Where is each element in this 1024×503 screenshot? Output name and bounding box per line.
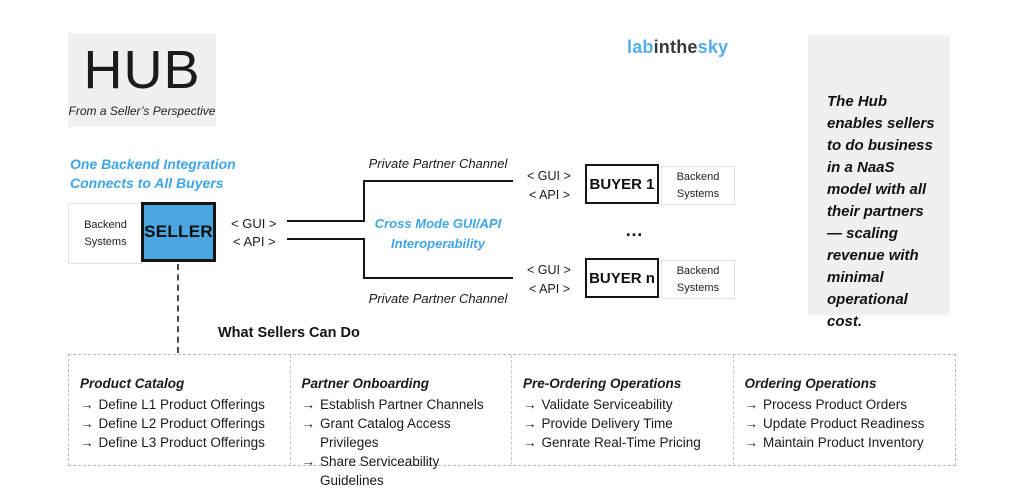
api-dropper-line [363, 238, 365, 279]
list-item-label: Provide Delivery Time [541, 416, 673, 431]
api-line [287, 238, 365, 240]
private-partner-channel-top: Private Partner Channel [368, 156, 508, 171]
arrow-icon: → [744, 397, 759, 412]
list-item-label: Define L2 Product Offerings [98, 416, 265, 431]
column-product-catalog: Product Catalog → Define L1 Product Offer… [69, 355, 291, 465]
logo-part-lab: lab [627, 37, 654, 57]
list-item: → Define L1 Product Offerings [80, 395, 284, 414]
buyer1-backend-systems-box: Backend Systems [661, 166, 735, 205]
list-item-label: Validate Serviceability [541, 397, 673, 412]
list-item-label: Define L1 Product Offerings [98, 397, 265, 412]
top-channel-line [363, 180, 513, 182]
logo-part-sky: sky [697, 37, 729, 57]
seller-backend-systems-box: Backend Systems [68, 203, 143, 264]
list-item: → Share Serviceability Guidelines [302, 452, 506, 490]
buyer1-api-label: < API > [529, 188, 571, 202]
buyerN-gui-label: < GUI > [527, 263, 571, 277]
arrow-icon: → [301, 454, 316, 469]
list-item-label: Share Serviceability Guidelines [320, 454, 440, 488]
logo-part-inthe: inthe [653, 37, 698, 57]
seller-box: SELLER [141, 202, 216, 262]
list-item: → Validate Serviceability [523, 395, 727, 414]
more-buyers-ellipsis: … [625, 220, 645, 240]
list-item: → Update Product Readiness [745, 414, 950, 433]
arrow-icon: → [744, 435, 759, 450]
seller-api-label: < API > [233, 234, 276, 249]
list-item-label: Genrate Real-Time Pricing [541, 435, 701, 450]
arrow-icon: → [80, 435, 94, 450]
list-item-label: Grant Catalog Access Privileges [320, 416, 451, 450]
column-title: Product Catalog [80, 376, 185, 391]
labinthesky-logo: labinthesky [627, 37, 728, 58]
page-title: HUB [83, 40, 201, 100]
buyer1-box: BUYER 1 [585, 164, 659, 204]
column-title: Ordering Operations [744, 376, 877, 391]
list-item: → Genrate Real-Time Pricing [523, 433, 727, 452]
arrow-icon: → [301, 416, 316, 431]
arrow-icon: → [301, 397, 316, 412]
arrow-icon: → [523, 416, 537, 431]
seller-dropline [177, 264, 179, 353]
column-ordering-operations: Ordering Operations → Process Product Ord… [734, 355, 956, 465]
page-subtitle: From a Seller’s Perspective [68, 104, 216, 118]
arrow-icon: → [80, 416, 94, 431]
gui-line [287, 220, 365, 222]
column-title: Pre-Ordering Operations [523, 376, 682, 391]
backend-integration-caption: One Backend Integration Connects to All … [70, 156, 236, 192]
buyer1-gui-label: < GUI > [527, 169, 571, 183]
list-item-label: Process Product Orders [763, 397, 908, 412]
arrow-icon: → [523, 435, 537, 450]
list-item: → Define L2 Product Offerings [80, 414, 284, 433]
arrow-icon: → [744, 416, 759, 431]
side-note-card: The Hub enables sellers to do business i… [808, 35, 950, 330]
column-partner-onboarding: Partner Onboarding → Establish Partner Ch… [291, 355, 512, 488]
list-item: → Process Product Orders [745, 395, 950, 414]
list-item: → Define L3 Product Offerings [80, 433, 284, 452]
column-pre-ordering-operations: Pre-Ordering Operations → Validate Servic… [512, 355, 734, 465]
column-title: Partner Onboarding [301, 376, 430, 391]
buyerN-box: BUYER n [585, 258, 659, 298]
hub-title-card: HUB From a Seller’s Perspective [68, 33, 216, 127]
list-item-label: Update Product Readiness [763, 416, 925, 431]
list-item: → Provide Delivery Time [523, 414, 727, 433]
side-note-text: The Hub enables sellers to do business i… [827, 93, 935, 331]
cross-mode-caption: Cross Mode GUI/API Interoperability [374, 216, 502, 252]
private-partner-channel-bottom: Private Partner Channel [368, 291, 508, 306]
list-item-label: Maintain Product Inventory [763, 435, 924, 450]
list-item: → Maintain Product Inventory [745, 433, 950, 452]
bottom-channel-line [363, 277, 513, 279]
list-item-label: Define L3 Product Offerings [98, 435, 265, 450]
gui-riser-line [363, 180, 365, 222]
arrow-icon: → [80, 397, 94, 412]
buyerN-api-label: < API > [529, 282, 571, 296]
list-item-label: Establish Partner Channels [320, 397, 484, 412]
list-item: → Establish Partner Channels [302, 395, 506, 414]
what-sellers-can-do-label: What Sellers Can Do [218, 325, 360, 341]
capabilities-panel: Product Catalog → Define L1 Product Offer… [68, 354, 956, 488]
seller-gui-label: < GUI > [231, 216, 277, 231]
buyerN-backend-systems-box: Backend Systems [661, 260, 735, 299]
list-item: → Grant Catalog Access Privileges [302, 414, 506, 452]
arrow-icon: → [523, 397, 537, 412]
